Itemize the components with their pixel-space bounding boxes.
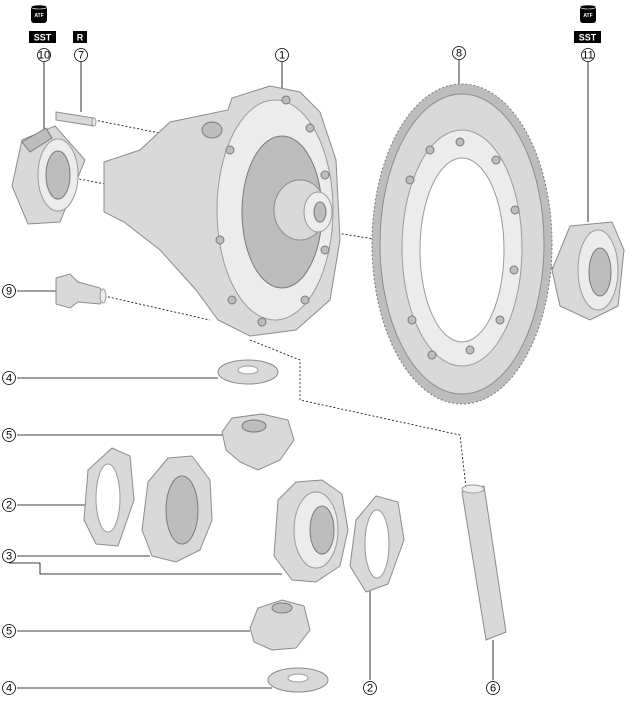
callout-9: 9 xyxy=(2,284,16,298)
svg-text:ATF: ATF xyxy=(583,13,592,19)
side-gear-left xyxy=(141,455,213,563)
sst-badge-left: SST xyxy=(29,31,56,43)
differential-case xyxy=(103,85,341,337)
svg-text:4: 4 xyxy=(6,683,12,695)
pinion-gear-lower xyxy=(249,599,311,651)
svg-text:7: 7 xyxy=(78,50,84,62)
callout-8: 8 xyxy=(452,46,466,60)
callout-10: 10 xyxy=(37,48,51,62)
callout-11: 11 xyxy=(581,48,595,62)
svg-text:SST: SST xyxy=(34,33,52,43)
ring-gear xyxy=(371,83,553,405)
svg-text:4: 4 xyxy=(6,373,12,385)
svg-text:9: 9 xyxy=(6,286,12,298)
pinion-gear-upper xyxy=(221,413,295,471)
svg-text:R: R xyxy=(77,33,84,43)
callout-5-lower: 5 xyxy=(2,624,16,638)
svg-text:2: 2 xyxy=(6,500,12,512)
r-badge: R xyxy=(73,31,87,43)
thrust-washer-side-right xyxy=(349,495,405,593)
thrust-washer-upper xyxy=(217,359,279,385)
svg-text:5: 5 xyxy=(6,430,12,442)
callout-5-upper: 5 xyxy=(2,428,16,442)
pinion-shaft xyxy=(461,484,507,641)
svg-text:1: 1 xyxy=(279,50,285,62)
svg-text:5: 5 xyxy=(6,626,12,638)
callout-3: 3 xyxy=(2,549,16,563)
svg-text:ATF: ATF xyxy=(34,13,43,19)
callout-4-lower: 4 xyxy=(2,681,16,695)
pin xyxy=(55,111,97,127)
svg-text:11: 11 xyxy=(582,50,593,62)
atf-icon-left: ATF xyxy=(30,4,48,23)
svg-text:3: 3 xyxy=(6,551,12,563)
callout-1: 1 xyxy=(275,48,289,62)
thrust-washer-side-left xyxy=(83,447,135,547)
svg-text:SST: SST xyxy=(579,33,597,43)
svg-text:10: 10 xyxy=(38,50,50,62)
svg-text:8: 8 xyxy=(456,48,462,60)
left-bearing xyxy=(11,125,86,225)
callout-4-upper: 4 xyxy=(2,371,16,385)
callout-7: 7 xyxy=(74,48,88,62)
svg-text:6: 6 xyxy=(490,683,496,695)
callout-2-left: 2 xyxy=(2,498,16,512)
callout-6: 6 xyxy=(486,681,500,695)
side-gear-right xyxy=(273,479,349,583)
leader-lines xyxy=(9,60,589,689)
svg-text:2: 2 xyxy=(367,683,373,695)
callout-2-right: 2 xyxy=(363,681,377,695)
sst-badge-right: SST xyxy=(574,31,601,43)
bolt xyxy=(55,273,107,309)
atf-icon-right: ATF xyxy=(579,4,597,23)
right-bearing xyxy=(551,221,625,321)
thrust-washer-lower xyxy=(267,667,329,693)
